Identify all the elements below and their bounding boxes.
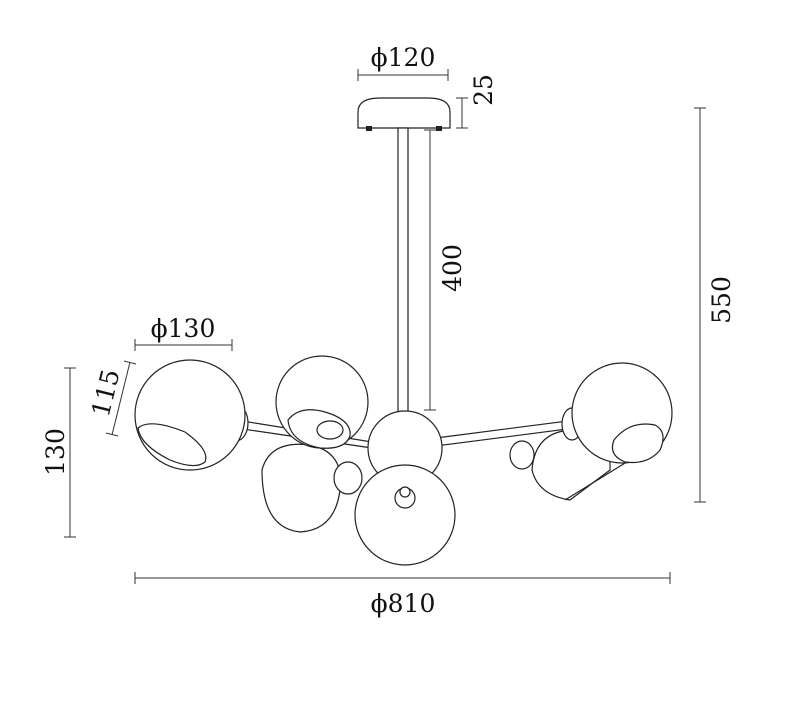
label-overall-diameter: ϕ810 [371, 589, 436, 618]
dim-shade-diameter [134, 339, 233, 351]
dim-overall-diameter [134, 572, 671, 584]
dim-canopy-height [456, 97, 468, 129]
rod [397, 127, 409, 419]
label-total-height: 550 [707, 276, 736, 324]
dim-total-height [694, 107, 706, 503]
globe-bottom [354, 464, 456, 566]
dim-shade-height [64, 367, 76, 538]
label-canopy-diameter: ϕ120 [371, 43, 436, 72]
globe-right [561, 362, 673, 464]
dim-shade-opening [105, 360, 137, 437]
label-shade-height: 130 [41, 428, 70, 476]
dim-canopy-diameter [357, 69, 449, 81]
label-shade-diameter: ϕ130 [151, 314, 216, 343]
globe-back-left [261, 443, 363, 533]
label-shade-opening: 115 [86, 366, 126, 419]
canopy [357, 97, 451, 131]
globe-left [134, 359, 249, 471]
globe-upper-middle [275, 355, 369, 449]
label-canopy-height: 25 [469, 74, 498, 106]
dim-rod-length [424, 129, 436, 411]
label-rod-length: 400 [438, 244, 467, 292]
